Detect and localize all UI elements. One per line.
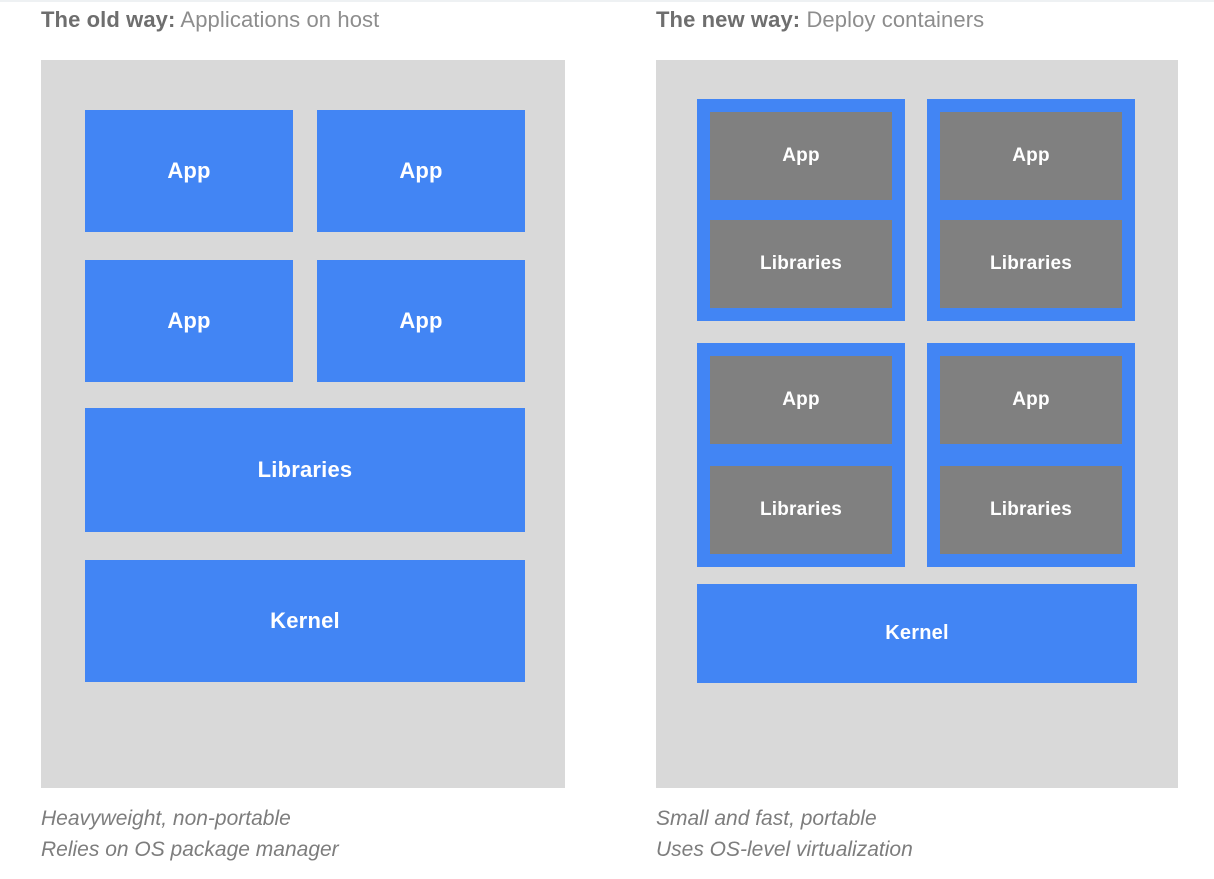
left-heading-regular: Applications on host: [175, 7, 380, 32]
container-libraries-box-1: Libraries: [710, 220, 892, 308]
container-libraries-label-3: Libraries: [759, 499, 843, 520]
container-libraries-label-4: Libraries: [989, 499, 1073, 520]
container-box-1: App Libraries: [697, 99, 905, 321]
right-heading-strong: The new way:: [656, 7, 801, 32]
container-app-box-4: App: [940, 356, 1122, 444]
container-app-label-4: App: [1012, 389, 1050, 410]
host-app-label-3: App: [167, 308, 211, 333]
container-box-3: App Libraries: [697, 343, 905, 567]
left-heading: The old way: Applications on host: [41, 5, 379, 35]
right-caption: Small and fast, portable Uses OS-level v…: [656, 807, 913, 861]
host-kernel-label: Kernel: [270, 608, 340, 633]
left-caption: Heavyweight, non-portable Relies on OS p…: [41, 807, 339, 861]
container-app-label-1: App: [782, 145, 820, 166]
host-kernel-box: Kernel: [85, 560, 525, 682]
top-divider: [0, 0, 1214, 2]
host-app-label-2: App: [399, 158, 443, 183]
host-app-label-1: App: [167, 158, 211, 183]
container-app-label-2: App: [1012, 145, 1050, 166]
container-app-box-3: App: [710, 356, 892, 444]
container-libraries-box-4: Libraries: [940, 466, 1122, 554]
container-app-box-1: App: [710, 112, 892, 200]
host-app-box-3: App: [85, 260, 293, 382]
container-libraries-label-2: Libraries: [989, 253, 1073, 274]
right-heading-regular: Deploy containers: [800, 7, 985, 32]
container-libraries-box-2: Libraries: [940, 220, 1122, 308]
container-app-box-2: App: [940, 112, 1122, 200]
right-heading: The new way: Deploy containers: [656, 5, 984, 35]
host-libraries-label: Libraries: [257, 457, 353, 482]
host-app-box-2: App: [317, 110, 525, 232]
host-app-box-1: App: [85, 110, 293, 232]
host-app-label-4: App: [399, 308, 443, 333]
host-libraries-box: Libraries: [85, 408, 525, 532]
left-heading-strong: The old way:: [41, 7, 176, 32]
host-app-box-4: App: [317, 260, 525, 382]
container-box-4: App Libraries: [927, 343, 1135, 567]
container-kernel-label: Kernel: [885, 622, 949, 644]
container-libraries-label-1: Libraries: [759, 253, 843, 274]
container-app-label-3: App: [782, 389, 820, 410]
container-libraries-box-3: Libraries: [710, 466, 892, 554]
container-box-2: App Libraries: [927, 99, 1135, 321]
container-kernel-box: Kernel: [697, 584, 1137, 683]
